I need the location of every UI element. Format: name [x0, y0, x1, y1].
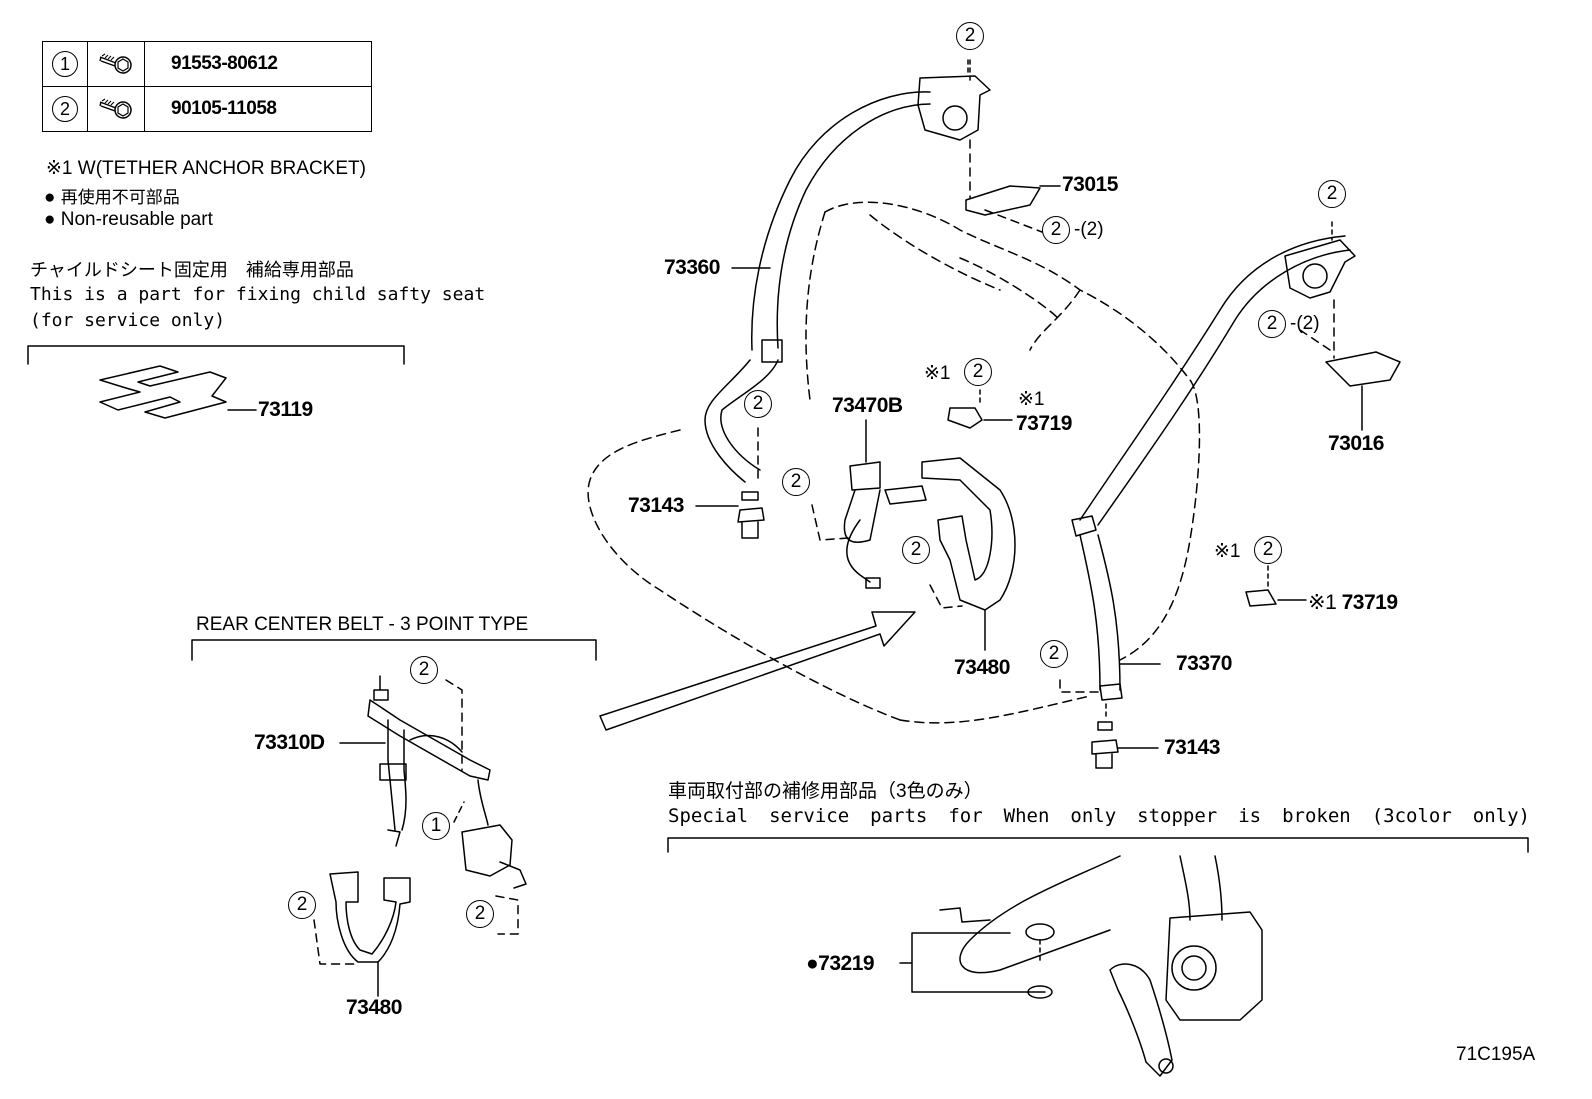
73310D-retractor [461, 824, 513, 877]
73370-belt [1079, 235, 1346, 521]
fastener-legend: 1 91553-80612 2 90105-11058 [42, 41, 372, 132]
callout-2: 2 [410, 656, 438, 684]
73015-bracket [965, 185, 1041, 216]
arrow-icon [599, 611, 916, 731]
legend-key: 2 [52, 96, 78, 122]
callout-2: 2 [902, 536, 930, 564]
child-seat-note-jp: チャイルドシート固定用 補給専用部品 [30, 260, 354, 280]
part-label-73719: ※1 73719 [1308, 591, 1398, 614]
nonreusable-note-en: ● Non-reusable part [44, 209, 213, 231]
special-parts-bracket [667, 837, 1529, 853]
callout-2: 2 [956, 22, 984, 50]
73219-stopper-top [1025, 923, 1055, 941]
73219-stopper-bottom [1027, 985, 1053, 999]
73016-bracket [1325, 351, 1401, 387]
stopper-belt [959, 855, 1121, 974]
bullet-icon: ● [44, 209, 56, 230]
child-seat-note-service: (for service only) [30, 310, 226, 331]
stopper-retractor [1165, 911, 1263, 1021]
legend-row: 1 91553-80612 [42, 41, 372, 87]
73310D-belt [367, 699, 491, 781]
73719-upper-bracket [947, 407, 983, 429]
part-label-73719: 73719 [1016, 412, 1072, 435]
73719-right-bracket [1245, 589, 1277, 607]
legend-part-number: 90105-11058 [171, 98, 277, 119]
nonreusable-en-label: Non-reusable part [60, 209, 213, 230]
part-label-73480: 73480 [954, 656, 1010, 679]
rear-seat-outline [587, 201, 1201, 724]
callout-2: 2 [466, 900, 494, 928]
part-label-73360: 73360 [664, 256, 720, 279]
mark-note: ※1 [1214, 541, 1241, 562]
part-label-73015: 73015 [1062, 173, 1118, 196]
part-label-73480: 73480 [346, 996, 402, 1019]
73143-left-bolt [737, 491, 765, 539]
callout-2: 2 [1318, 180, 1346, 208]
callout-qty: -(2) [1074, 219, 1104, 240]
73310D-anchor [373, 675, 389, 701]
child-seat-bracket [27, 345, 405, 365]
rear-center-belt-title: REAR CENTER BELT - 3 POINT TYPE [196, 614, 529, 635]
part-label-73470B: 73470B [832, 394, 903, 417]
73480-buckle-center [921, 457, 1016, 611]
part-label-73219: ●73219 [806, 952, 875, 975]
callout-2: 2 [1254, 536, 1282, 564]
figure-id: 71C195A [1456, 1044, 1536, 1065]
73119-part [99, 365, 227, 419]
73360-retractor [917, 75, 991, 141]
mark-note: ※1 [1018, 389, 1045, 410]
bolt-icon [99, 98, 132, 119]
part-label-73143: 73143 [1164, 736, 1220, 759]
mark-note: ※1 [924, 363, 951, 384]
part-label-73119: 73119 [258, 398, 313, 421]
child-seat-note-en: This is a part for fixing child safty se… [30, 284, 486, 305]
nonreusable-jp-label: 再使用不可部品 [60, 188, 180, 207]
callout-qty: -(2) [1290, 313, 1320, 334]
73470B-buckle [843, 461, 881, 543]
part-label-73370: 73370 [1176, 652, 1232, 675]
part-label-73310D: 73310D [254, 731, 325, 754]
tether-note: ※1 W(TETHER ANCHOR BRACKET) [46, 158, 366, 179]
rear-center-bracket [191, 639, 597, 661]
callout-2: 2 [288, 891, 316, 919]
legend-row: 2 90105-11058 [42, 86, 372, 132]
part-label-73016: 73016 [1328, 432, 1384, 455]
73219-bracket [899, 932, 1046, 993]
legend-part-number: 91553-80612 [171, 53, 278, 74]
73370-retractor [1284, 239, 1356, 299]
bolt-icon [99, 53, 132, 74]
callout-2: 2 [964, 358, 992, 386]
callout-2: 2 [1042, 216, 1070, 244]
callout-2: 2 [744, 390, 772, 418]
callout-1: 1 [422, 812, 450, 840]
73143-right-bolt [1091, 721, 1119, 769]
callout-2: 2 [782, 468, 810, 496]
bullet-icon: ● [44, 187, 56, 208]
nonreusable-note-jp: ● 再使用不可部品 [44, 183, 180, 209]
part-label-73143: 73143 [628, 494, 684, 517]
callout-2: 2 [1258, 310, 1286, 338]
callout-2: 2 [1040, 640, 1068, 668]
special-parts-title-jp: 車両取付部の補修用部品（3色のみ） [668, 781, 983, 802]
73480-buckle-rear [329, 871, 411, 963]
73360-belt [751, 91, 931, 351]
legend-key: 1 [52, 51, 78, 77]
